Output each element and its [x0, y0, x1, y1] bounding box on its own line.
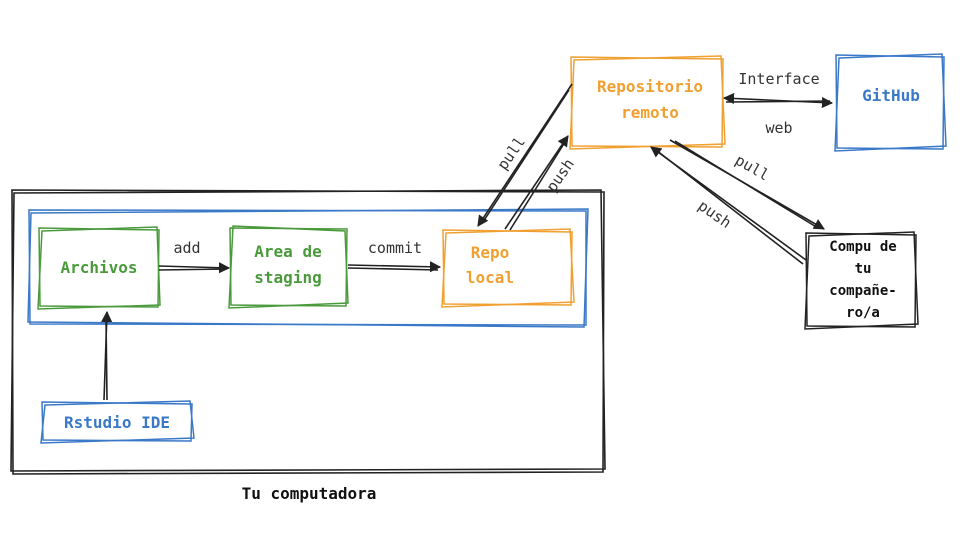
- add-arrow: [158, 262, 231, 274]
- add-label: add: [173, 239, 200, 257]
- push-label-left: push: [543, 155, 578, 195]
- rstudio-to-archivos-arrow: [101, 310, 113, 401]
- partner-label-line2: tu: [855, 261, 872, 277]
- push-label-right: push: [695, 197, 735, 232]
- web-interface-arrow: [722, 92, 834, 109]
- remote-repo-node: Repositorio remoto: [569, 55, 726, 150]
- rstudio-node: Rstudio IDE: [40, 400, 195, 444]
- push-from-partner-arrow: [650, 146, 807, 265]
- commit-label: commit: [368, 239, 422, 257]
- repo-local-node: Repo local: [441, 228, 575, 308]
- pull-label-left: pull: [494, 133, 529, 173]
- partner-computer-node: Compu de tu compañe- ro/a: [804, 231, 919, 330]
- web-label: web: [765, 119, 792, 137]
- archivos-label: Archivos: [60, 258, 137, 277]
- staging-node: Area de staging: [228, 225, 349, 309]
- staging-label-line1: Area de: [254, 242, 321, 261]
- github-label: GitHub: [862, 86, 920, 105]
- interface-label: Interface: [738, 70, 819, 88]
- computer-caption: Tu computadora: [242, 484, 377, 503]
- push-to-remote-arrow: [504, 135, 569, 231]
- rstudio-label: Rstudio IDE: [64, 413, 170, 432]
- archivos-node: Archivos: [37, 226, 161, 310]
- repo-local-label-line2: local: [466, 268, 514, 287]
- partner-label-line4: ro/a: [846, 305, 880, 321]
- staging-label-line2: staging: [254, 268, 321, 287]
- computer-box: [10, 189, 606, 475]
- repo-local-label-line1: Repo: [471, 243, 510, 262]
- pull-to-local-arrow: [477, 83, 573, 227]
- partner-label-line3: compañe-: [829, 283, 896, 299]
- pull-to-partner-arrow: [669, 139, 825, 230]
- github-node: GitHub: [834, 53, 947, 152]
- remote-repo-label-line2: remoto: [621, 103, 679, 122]
- partner-label-line1: Compu de: [829, 239, 896, 255]
- commit-arrow: [347, 261, 442, 273]
- remote-repo-label-line1: Repositorio: [597, 77, 703, 96]
- workspace-box: [27, 208, 589, 328]
